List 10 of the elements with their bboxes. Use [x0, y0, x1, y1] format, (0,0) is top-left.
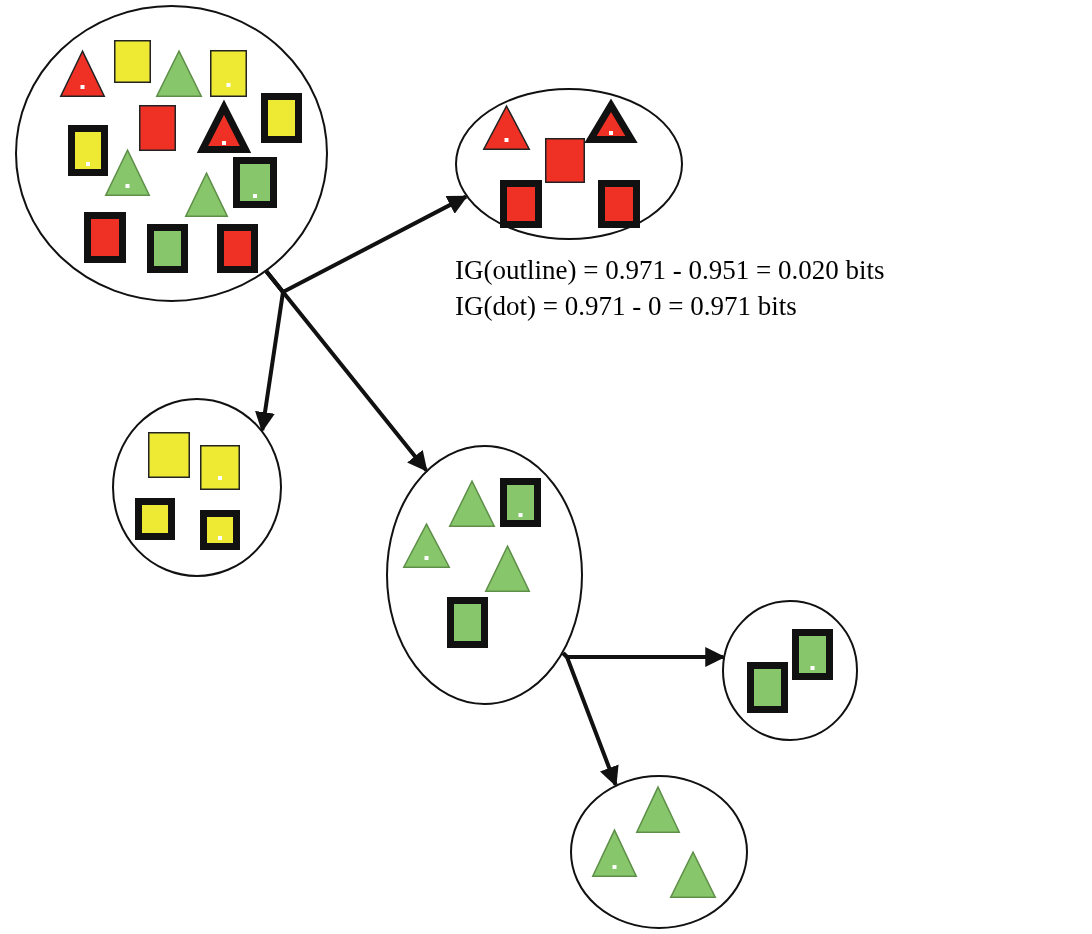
group-ellipse: [455, 88, 683, 240]
arrow: [264, 270, 428, 472]
group-ellipse: [112, 398, 282, 577]
information-gain-formula: IG(outline) = 0.971 - 0.951 = 0.020 bits: [455, 254, 885, 287]
group-ellipse: [722, 600, 858, 741]
arrow: [561, 651, 619, 787]
group-ellipse: [15, 5, 328, 302]
information-gain-formula: IG(dot) = 0.971 - 0 = 0.971 bits: [455, 290, 798, 323]
group-ellipse: [386, 445, 583, 705]
group-ellipse: [570, 775, 748, 929]
